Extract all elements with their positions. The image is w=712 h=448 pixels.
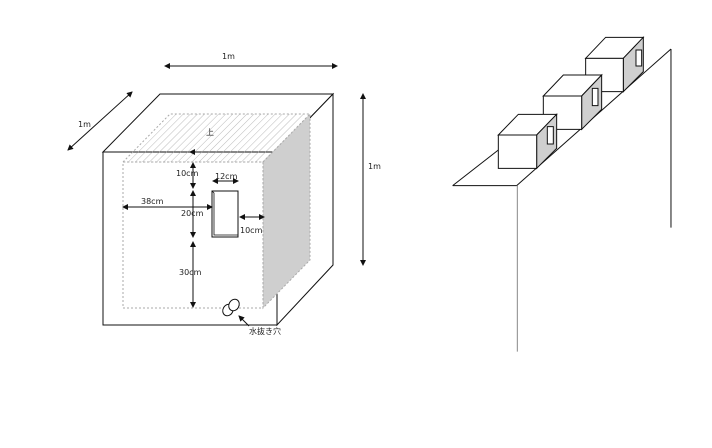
window-height-label: 20cm <box>181 209 204 218</box>
box-1-window <box>547 127 553 144</box>
box-1 <box>498 114 556 168</box>
shelf-left-edge <box>453 150 499 186</box>
box-2 <box>543 75 601 129</box>
drain-hole-icon <box>222 298 240 317</box>
depth-arrow <box>67 91 133 151</box>
top-margin-label: 10cm <box>176 169 199 178</box>
cube <box>101 92 335 327</box>
window-width-label: 12cm <box>215 172 238 181</box>
height-label: 1m <box>368 162 381 171</box>
box-3-window <box>636 50 642 66</box>
shelf-illustration <box>453 37 671 351</box>
right-margin-label: 10cm <box>240 226 263 235</box>
width-label: 1m <box>222 52 235 61</box>
left-offset-label: 38cm <box>141 197 164 206</box>
bottom-offset-label: 30cm <box>179 268 202 277</box>
top-label: 上 <box>206 128 214 137</box>
depth-label: 1m <box>78 120 91 129</box>
box-2-window <box>592 88 598 105</box>
drain-hole-label: 水抜き穴 <box>249 326 281 336</box>
window-opening <box>211 190 239 238</box>
drain-pointer-arrow <box>238 315 250 327</box>
